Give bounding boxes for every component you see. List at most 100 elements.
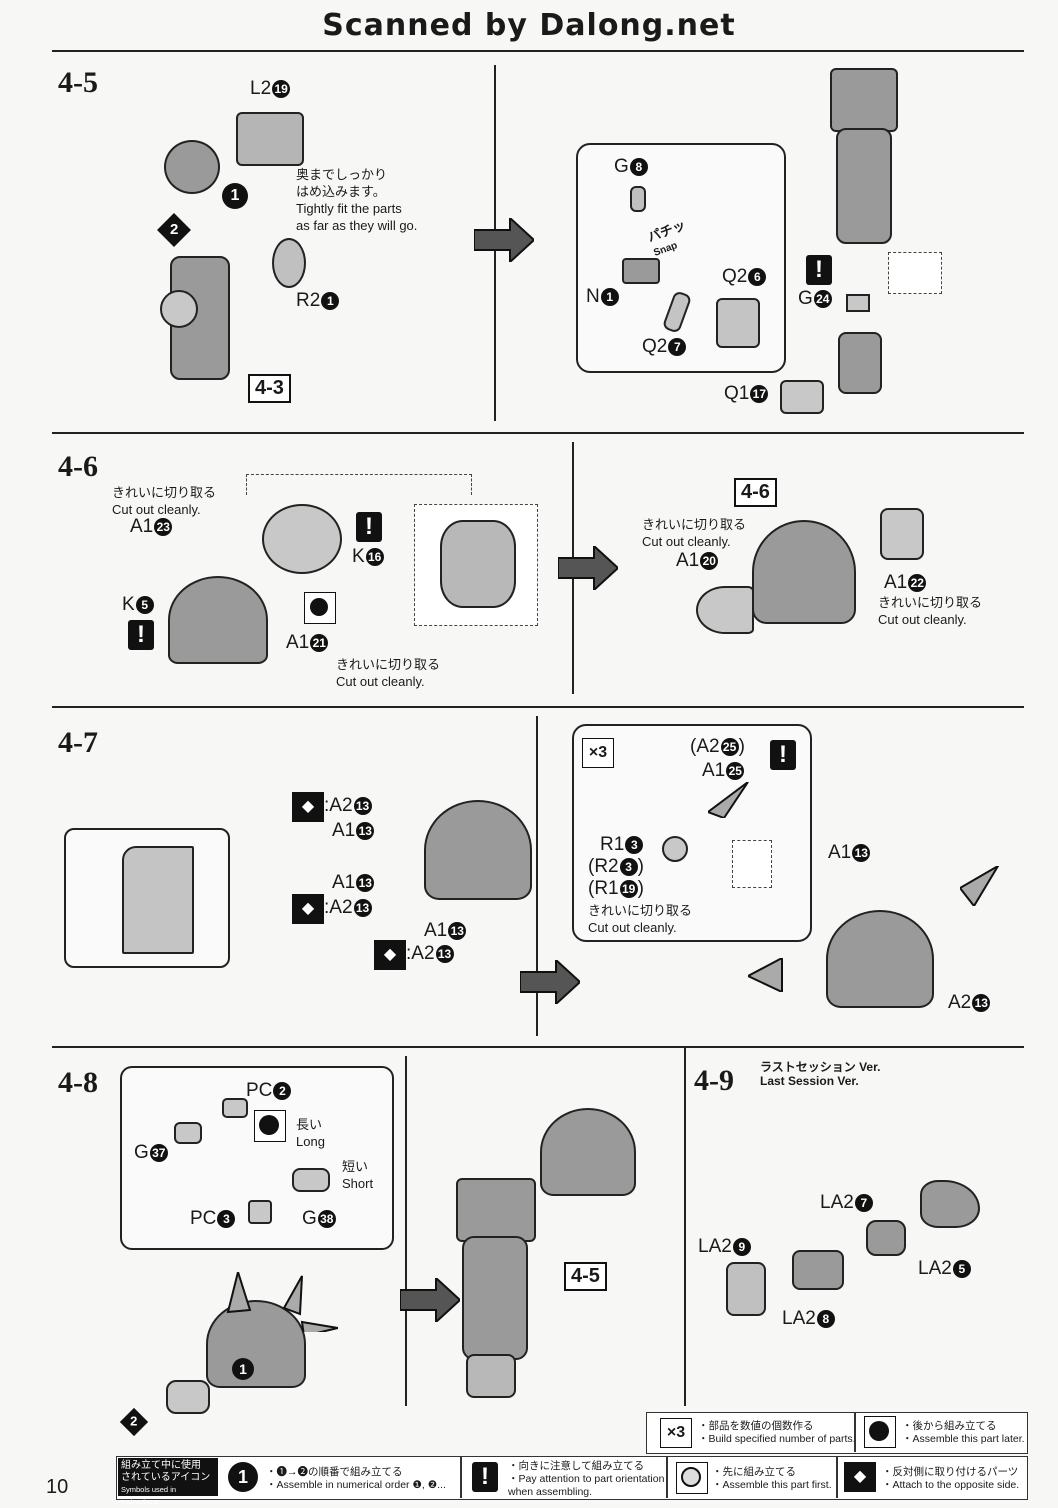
orientation-warning-icon: ! — [472, 1462, 498, 1492]
column-rule — [405, 1056, 407, 1406]
part-r2-cap — [272, 238, 306, 288]
orientation-warning-icon: ! — [770, 740, 796, 770]
part-k16-back — [440, 520, 516, 608]
detail-bubble — [576, 143, 786, 373]
column-rule — [684, 1046, 686, 1406]
legend-text: ・先に組み立てる・Assemble this part first. — [712, 1466, 832, 1491]
part-g8-pin — [630, 186, 646, 212]
top-rule — [52, 50, 1024, 52]
next-arrow-icon — [520, 960, 580, 1004]
part-spikes — [226, 1272, 338, 1332]
step-number: 4-6 — [58, 450, 98, 483]
part-la2-7 — [866, 1220, 906, 1256]
part-n1 — [622, 258, 660, 284]
part-g37 — [174, 1122, 202, 1144]
version-title: ラストセッション Ver.Last Session Ver. — [760, 1060, 881, 1088]
part-forearm — [836, 128, 892, 244]
legend-divider — [460, 1456, 462, 1498]
part-g38 — [292, 1168, 330, 1192]
part-g-joint — [166, 1380, 210, 1414]
step-number: 4-8 — [58, 1066, 98, 1099]
part-spike — [748, 958, 783, 992]
detail-inset — [888, 252, 942, 294]
assemble-later-icon — [254, 1110, 286, 1142]
reference-box: 4-5 — [564, 1262, 607, 1291]
assemble-later-icon — [304, 592, 336, 624]
part-spike — [708, 782, 749, 818]
numerical-order-icon: 1 — [228, 1462, 258, 1492]
order-marker: 1 — [232, 1358, 254, 1380]
order-marker: 2 — [157, 213, 191, 247]
legend-divider — [836, 1456, 838, 1498]
order-marker: 2 — [119, 1407, 149, 1437]
part-la2-8 — [792, 1250, 844, 1290]
part-shoulder-side — [122, 846, 194, 954]
step-number: 4-9 — [694, 1064, 734, 1097]
page-number: 10 — [46, 1476, 69, 1498]
part-spiked-shoulder — [826, 910, 934, 1008]
step-number: 4-7 — [58, 726, 98, 759]
note-text: 奥までしっかり はめ込みます。 Tightly fit the parts as… — [296, 167, 418, 233]
build-multiple-icon: ×3 — [660, 1418, 692, 1448]
part-pc2 — [222, 1098, 248, 1118]
legend-divider — [666, 1456, 668, 1498]
legend-text: ・後から組み立てる・Assemble this part later. — [902, 1420, 1025, 1445]
part-shoulder-armor — [424, 800, 532, 900]
opposite-side-icon: ◆ — [844, 1462, 876, 1492]
part-q1-fist — [780, 380, 824, 414]
legend-box — [116, 1456, 1028, 1500]
part-la2-9 — [726, 1262, 766, 1316]
part-hand — [838, 332, 882, 394]
reference-box: 4-3 — [248, 374, 291, 403]
opposite-side-icon: ◆ — [292, 894, 324, 924]
column-rule — [536, 716, 538, 1036]
orientation-warning-icon: ! — [356, 512, 382, 542]
part-upper-block — [456, 1178, 536, 1242]
part-la2-5 — [920, 1180, 980, 1228]
part-r1 — [662, 836, 688, 862]
next-arrow-icon — [400, 1278, 460, 1322]
opposite-side-icon: ◆ — [374, 940, 406, 970]
orientation-warning-icon: ! — [128, 620, 154, 650]
order-marker: 1 — [222, 183, 248, 209]
legend-box — [646, 1412, 1028, 1454]
detail-inset — [732, 840, 772, 888]
part-a1-20 — [696, 586, 754, 634]
orientation-warning-icon: ! — [806, 255, 832, 285]
part-forearm — [462, 1236, 528, 1360]
part-spiked-shoulder — [540, 1108, 636, 1196]
part-upper-block — [830, 68, 898, 132]
legend-text: ・向きに注意して組み立てる・Pay attention to part orie… — [508, 1460, 665, 1498]
part-pc3 — [248, 1200, 272, 1224]
part-l2-piece — [236, 112, 304, 166]
part-k5-shoulder — [168, 576, 268, 664]
part-hand — [466, 1354, 516, 1398]
scan-credit: Scanned by Dalong.net — [322, 8, 736, 43]
